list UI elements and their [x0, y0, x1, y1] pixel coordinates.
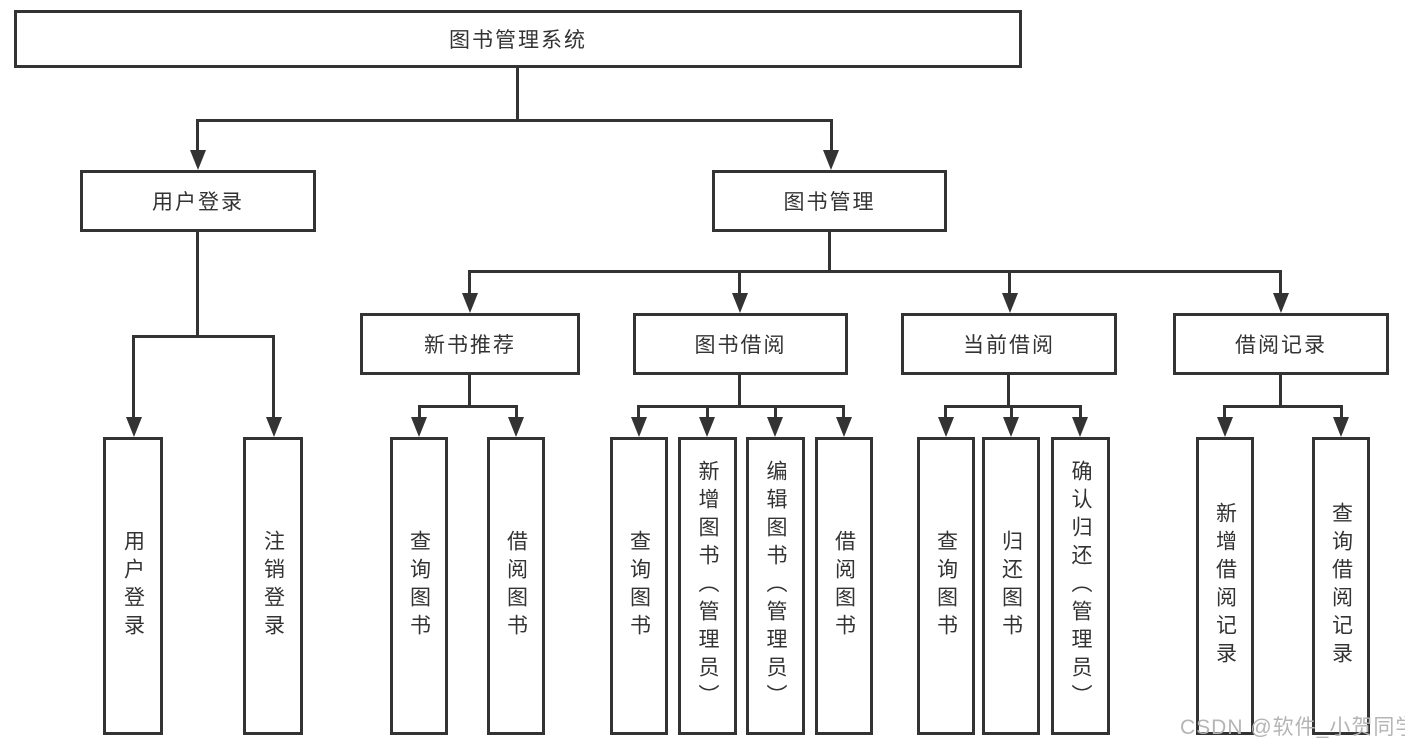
arrow-down-icon — [1217, 417, 1233, 437]
arrow-down-icon — [190, 150, 206, 170]
connector-line — [944, 405, 1082, 408]
connector-line — [196, 119, 199, 159]
arrow-down-icon — [938, 417, 954, 437]
connector-line — [774, 405, 777, 425]
connector-line — [1279, 270, 1282, 302]
arrow-down-icon — [1072, 417, 1088, 437]
leaf-edit-books-admin-label: 编辑图书（管理员） — [764, 460, 788, 712]
arrow-down-icon — [1273, 293, 1289, 313]
connector-line — [1223, 405, 1226, 425]
connector-line — [132, 335, 275, 338]
leaf-query-books-recommend: 查询图书 — [390, 437, 448, 735]
connector-line — [1279, 375, 1282, 408]
node-book-management-label: 图书管理 — [783, 191, 876, 214]
connector-line — [196, 119, 833, 122]
connector-line — [418, 405, 518, 408]
connector-line — [706, 405, 709, 425]
arrow-down-icon — [1002, 293, 1018, 313]
leaf-add-borrow-record: 新增借阅记录 — [1196, 437, 1254, 735]
node-borrowing-records: 借阅记录 — [1173, 313, 1389, 375]
leaf-query-books-recommend-label: 查询图书 — [407, 530, 431, 642]
node-book-management: 图书管理 — [712, 170, 947, 232]
arrow-down-icon — [836, 417, 852, 437]
leaf-confirm-return-admin: 确认归还（管理员） — [1051, 437, 1110, 735]
connector-line — [842, 405, 845, 425]
leaf-add-books-admin: 新增图书（管理员） — [678, 437, 737, 735]
arrow-down-icon — [508, 417, 524, 437]
node-new-book-recommend: 新书推荐 — [360, 313, 580, 375]
leaf-return-books: 归还图书 — [982, 437, 1040, 735]
node-root-label: 图书管理系统 — [449, 29, 587, 52]
connector-line — [418, 405, 421, 425]
arrow-down-icon — [462, 293, 478, 313]
connector-line — [637, 405, 845, 408]
leaf-borrow-books-recommend: 借阅图书 — [487, 437, 545, 735]
connector-line — [468, 270, 471, 302]
connector-line — [132, 335, 135, 420]
leaf-user-login-label: 用户登录 — [121, 530, 145, 642]
connector-line — [828, 232, 831, 273]
arrow-down-icon — [266, 417, 282, 437]
connector-line — [1223, 405, 1343, 408]
leaf-return-books-label: 归还图书 — [999, 530, 1023, 642]
leaf-add-books-admin-label: 新增图书（管理员） — [696, 460, 720, 712]
node-user-login: 用户登录 — [80, 170, 316, 232]
leaf-query-borrow-record: 查询借阅记录 — [1312, 437, 1370, 735]
arrow-down-icon — [767, 417, 783, 437]
leaf-query-books-borrow-label: 查询图书 — [627, 530, 651, 642]
leaf-borrow-books: 借阅图书 — [815, 437, 873, 735]
node-new-book-recommend-label: 新书推荐 — [424, 334, 516, 357]
connector-line — [830, 119, 833, 159]
leaf-edit-books-admin: 编辑图书（管理员） — [746, 437, 805, 735]
leaf-logout: 注销登录 — [243, 437, 303, 735]
node-current-borrowing: 当前借阅 — [901, 313, 1117, 375]
node-borrowing-records-label: 借阅记录 — [1235, 334, 1327, 357]
node-current-borrowing-label: 当前借阅 — [963, 334, 1055, 357]
connector-line — [468, 270, 1282, 273]
arrow-down-icon — [823, 150, 839, 170]
arrow-down-icon — [699, 417, 715, 437]
node-user-login-label: 用户登录 — [152, 191, 244, 214]
connector-line — [738, 375, 741, 408]
csdn-watermark: CSDN @软件_小贺同学 — [1180, 716, 1405, 739]
arrow-down-icon — [732, 293, 748, 313]
connector-line — [515, 405, 518, 425]
node-root: 图书管理系统 — [14, 10, 1022, 68]
connector-line — [468, 375, 471, 408]
connector-line — [1010, 405, 1013, 425]
leaf-query-borrow-record-label: 查询借阅记录 — [1329, 502, 1353, 670]
connector-line — [1079, 405, 1082, 425]
connector-line — [1008, 270, 1011, 302]
leaf-borrow-books-label: 借阅图书 — [832, 530, 856, 642]
arrow-down-icon — [631, 417, 647, 437]
connector-line — [196, 232, 199, 338]
arrow-down-icon — [1003, 417, 1019, 437]
arrow-down-icon — [126, 417, 142, 437]
connector-line — [516, 68, 519, 120]
connector-line — [272, 335, 275, 420]
leaf-logout-label: 注销登录 — [261, 530, 285, 642]
node-book-borrowing: 图书借阅 — [633, 313, 848, 375]
leaf-borrow-books-recommend-label: 借阅图书 — [504, 530, 528, 642]
arrow-down-icon — [1333, 417, 1349, 437]
leaf-query-books-current: 查询图书 — [917, 437, 975, 735]
leaf-query-books-borrow: 查询图书 — [610, 437, 668, 735]
leaf-query-books-current-label: 查询图书 — [934, 530, 958, 642]
leaf-confirm-return-admin-label: 确认归还（管理员） — [1069, 460, 1093, 712]
arrow-down-icon — [411, 417, 427, 437]
leaf-user-login: 用户登录 — [103, 437, 163, 735]
connector-line — [944, 405, 947, 425]
connector-line — [1340, 405, 1343, 425]
leaf-add-borrow-record-label: 新增借阅记录 — [1213, 502, 1237, 670]
connector-line — [1007, 375, 1010, 408]
connector-line — [637, 405, 640, 425]
node-book-borrowing-label: 图书借阅 — [694, 334, 787, 357]
connector-line — [738, 270, 741, 302]
